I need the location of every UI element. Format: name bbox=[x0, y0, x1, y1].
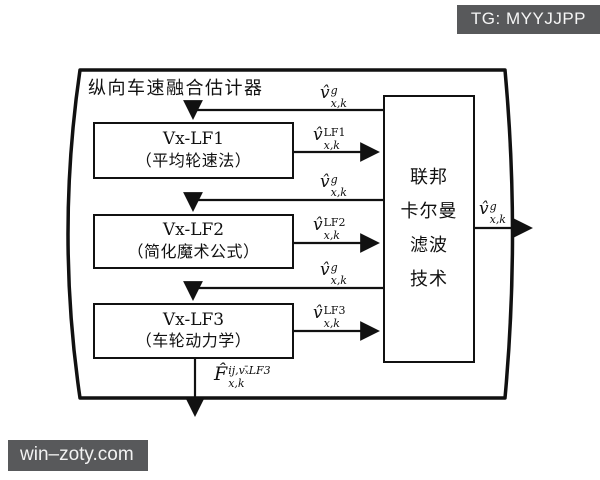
arrow-vg-to-lf3 bbox=[183, 281, 383, 301]
block-vx-lf2: Vx-LF2 （简化魔术公式） bbox=[93, 214, 294, 269]
block-vx-lf2-subtitle: （简化魔术公式） bbox=[127, 241, 260, 261]
math-base: F̂ bbox=[214, 363, 228, 385]
math-scripts: LF2 x,k bbox=[323, 216, 346, 242]
math-base: v̂ bbox=[313, 303, 323, 323]
block-vx-lf3-subtitle: （车轮动力学） bbox=[135, 331, 252, 351]
label-vg-output: v̂ g x,k bbox=[479, 199, 506, 226]
block-vx-lf3-title: Vx-LF3 bbox=[162, 309, 225, 330]
label-vg-2: v̂ g x,k bbox=[320, 172, 347, 199]
math-scripts: g x,k bbox=[330, 84, 347, 110]
kalman-line: 卡尔曼 bbox=[400, 201, 458, 222]
telegram-badge: TG: MYYJJPP bbox=[456, 5, 600, 34]
math-scripts: LF3 x,k bbox=[323, 304, 346, 330]
math-base: v̂ bbox=[320, 260, 330, 280]
arrow-vg-to-lf1 bbox=[183, 100, 383, 120]
arrow-vg-to-lf2 bbox=[183, 192, 383, 212]
label-vlf1: v̂ LF1 x,k bbox=[313, 125, 346, 152]
kalman-line: 技术 bbox=[410, 269, 448, 290]
block-vx-lf3: Vx-LF3 （车轮动力学） bbox=[93, 303, 294, 359]
math-scripts: g x,k bbox=[489, 200, 506, 226]
estimator-container-outline bbox=[66, 68, 515, 400]
math-scripts: g x,k bbox=[330, 261, 347, 287]
block-vx-lf1-title: Vx-LF1 bbox=[162, 129, 225, 150]
block-vx-lf1-subtitle: （平均轮速法） bbox=[135, 150, 252, 170]
kalman-line: 滤波 bbox=[410, 235, 448, 256]
math-scripts: ij,vₓ̄LF3 x,k bbox=[228, 364, 271, 390]
math-scripts: LF1 x,k bbox=[323, 126, 346, 152]
math-base: v̂ bbox=[320, 172, 330, 192]
label-vlf3: v̂ LF3 x,k bbox=[313, 303, 346, 330]
site-watermark: win–zoty.com bbox=[8, 440, 148, 471]
math-base: v̂ bbox=[313, 215, 323, 235]
block-vx-lf2-title: Vx-LF2 bbox=[162, 220, 225, 241]
math-base: v̂ bbox=[313, 125, 323, 145]
label-vg-3: v̂ g x,k bbox=[320, 260, 347, 287]
diagram-title: 纵向车速融合估计器 bbox=[88, 78, 264, 99]
math-scripts: g x,k bbox=[330, 173, 347, 199]
block-vx-lf1: Vx-LF1 （平均轮速法） bbox=[93, 122, 294, 179]
label-vlf2: v̂ LF2 x,k bbox=[313, 215, 346, 242]
math-base: v̂ bbox=[479, 199, 489, 219]
kalman-line: 联邦 bbox=[410, 167, 448, 188]
block-kalman-filter: 联邦 卡尔曼 滤波 技术 bbox=[383, 95, 475, 363]
label-vg-1: v̂ g x,k bbox=[320, 83, 347, 110]
math-base: v̂ bbox=[320, 83, 330, 103]
label-force-output: F̂ ij,vₓ̄LF3 x,k bbox=[214, 363, 271, 390]
